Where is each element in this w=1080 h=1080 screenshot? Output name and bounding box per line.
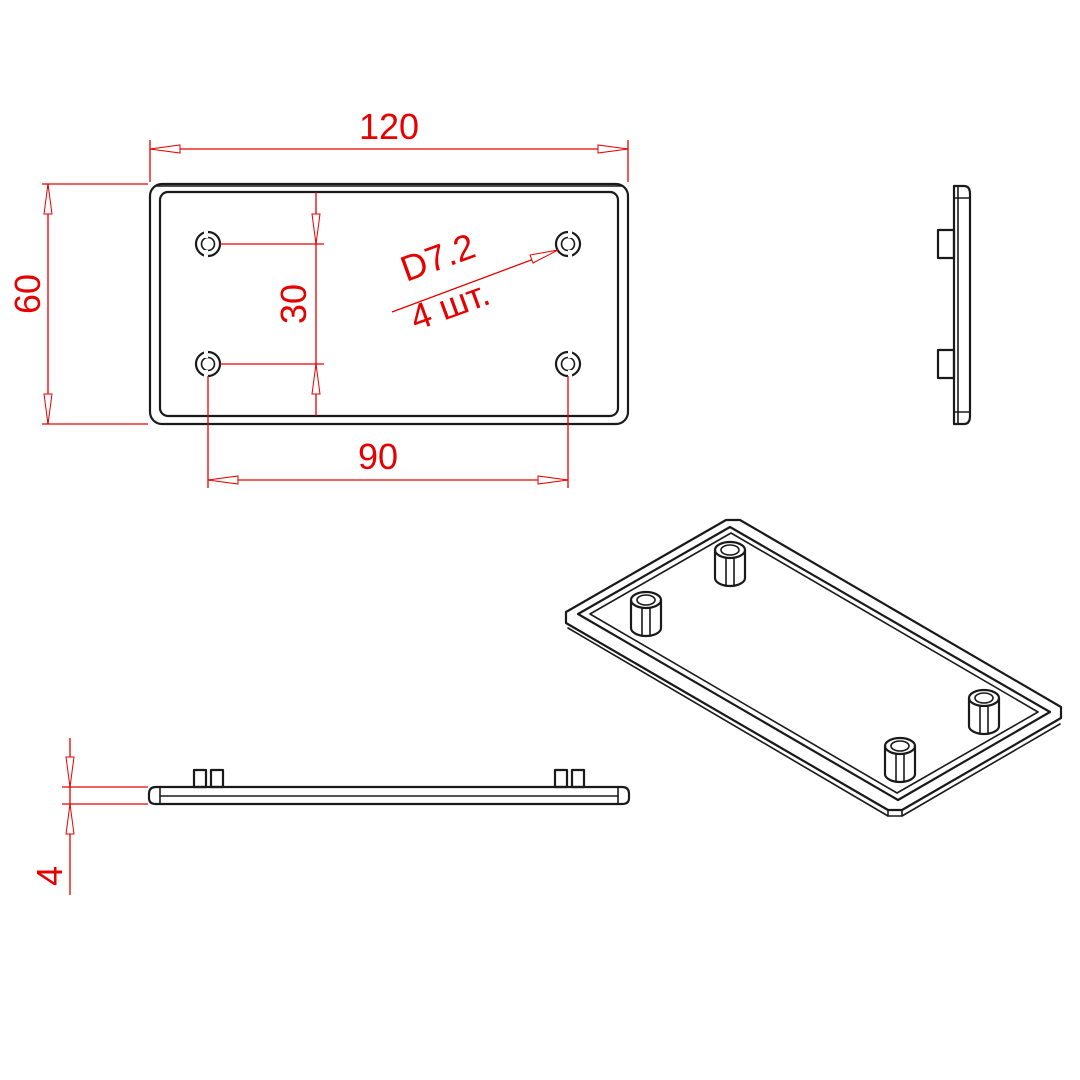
iso-plate-inner-rim xyxy=(576,525,1052,802)
pin-profile xyxy=(209,768,225,789)
mounting-hole xyxy=(554,230,582,258)
pin-profile xyxy=(570,768,586,789)
dimension-label-thickness: 4 xyxy=(29,866,70,886)
hole-diameter-leader: D7.2 4 шт. xyxy=(391,225,559,338)
pin-profile xyxy=(936,228,956,260)
dimension-label-width: 120 xyxy=(359,106,419,147)
dimension-hole-pitch-y: 30 xyxy=(220,192,324,416)
iso-pin xyxy=(713,540,747,588)
mounting-hole xyxy=(554,350,582,378)
dimension-label-pitch-x: 90 xyxy=(358,436,398,477)
iso-pin xyxy=(967,688,1001,736)
iso-pin xyxy=(883,736,917,784)
side-view xyxy=(936,184,972,426)
pin-profile xyxy=(936,348,956,380)
mounting-hole xyxy=(194,350,222,378)
pin-profile xyxy=(553,768,569,789)
pin-profile xyxy=(192,768,208,789)
bottom-view xyxy=(147,768,631,806)
dimension-overall-width: 120 xyxy=(149,106,629,182)
dimension-hole-pitch-x: 90 xyxy=(207,376,569,488)
dimension-label-height: 60 xyxy=(7,274,48,314)
dimension-thickness: 4 xyxy=(29,738,148,895)
plate-outer-outline xyxy=(148,182,630,426)
dimension-overall-height: 60 xyxy=(7,183,148,425)
plate-inner-outline xyxy=(158,190,620,418)
isometric-view xyxy=(564,518,1063,817)
mounting-hole xyxy=(194,230,222,258)
dimension-label-pitch-y: 30 xyxy=(273,284,314,324)
iso-pin xyxy=(629,590,663,638)
front-view xyxy=(148,182,630,426)
